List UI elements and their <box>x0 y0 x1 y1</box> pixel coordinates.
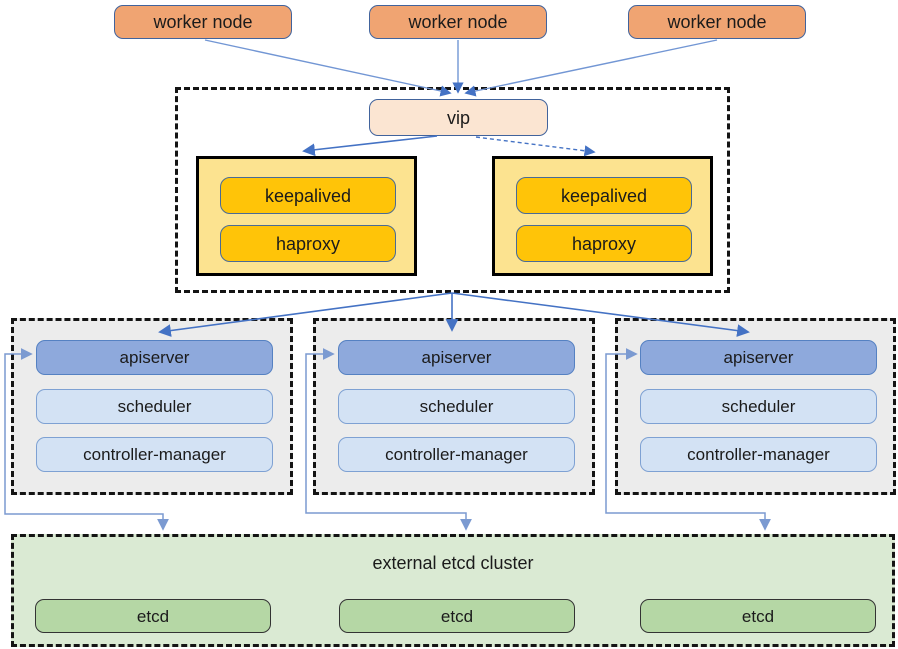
haproxy-box-2: haproxy <box>516 225 692 262</box>
apiserver-box-2: apiserver <box>338 340 575 375</box>
control-plane-container-1: apiserver scheduler controller-manager <box>11 318 293 495</box>
apiserver-label-1: apiserver <box>119 348 190 367</box>
etcd-label-3: etcd <box>741 606 775 626</box>
controller-manager-box-2: controller-manager <box>338 437 575 472</box>
haproxy-label-2: haproxy <box>571 233 637 254</box>
worker-node-label-1: worker node <box>153 12 253 32</box>
haproxy-box-1: haproxy <box>220 225 396 262</box>
haproxy-label-1: haproxy <box>275 233 341 254</box>
scheduler-label-3: scheduler <box>721 397 796 416</box>
edge-worker1-vip <box>204 39 452 97</box>
lb-group-2: keepalived haproxy <box>492 156 713 276</box>
controller-manager-label-1: controller-manager <box>83 445 226 464</box>
scheduler-label-1: scheduler <box>117 397 192 416</box>
scheduler-box-3: scheduler <box>640 389 877 424</box>
keepalived-label-2: keepalived <box>560 185 648 206</box>
control-plane-container-3: apiserver scheduler controller-manager <box>615 318 896 495</box>
worker-node-box-1: worker node <box>114 5 292 39</box>
controller-manager-box-1: controller-manager <box>36 437 273 472</box>
etcd-cluster-title: external etcd cluster <box>372 553 534 573</box>
etcd-box-1: etcd <box>35 599 271 633</box>
keepalived-label-1: keepalived <box>264 185 352 206</box>
etcd-cluster-container: external etcd cluster etcd etcd etcd <box>11 534 895 647</box>
lb-group-1: keepalived haproxy <box>196 156 417 276</box>
vip-label: vip <box>446 107 470 128</box>
vip-box: vip <box>369 99 548 136</box>
etcd-label-1: etcd <box>136 606 170 626</box>
scheduler-box-2: scheduler <box>338 389 575 424</box>
apiserver-box-3: apiserver <box>640 340 877 375</box>
controller-manager-label-2: controller-manager <box>385 445 528 464</box>
worker-node-label-2: worker node <box>408 12 508 32</box>
keepalived-box-1: keepalived <box>220 177 396 214</box>
controller-manager-label-3: controller-manager <box>687 445 830 464</box>
control-plane-container-2: apiserver scheduler controller-manager <box>313 318 595 495</box>
scheduler-label-2: scheduler <box>419 397 494 416</box>
worker-node-box-2: worker node <box>369 5 547 39</box>
edge-worker3-vip <box>464 39 718 97</box>
keepalived-box-2: keepalived <box>516 177 692 214</box>
scheduler-box-1: scheduler <box>36 389 273 424</box>
etcd-box-3: etcd <box>640 599 876 633</box>
apiserver-label-2: apiserver <box>421 348 492 367</box>
apiserver-label-3: apiserver <box>723 348 794 367</box>
worker-node-box-3: worker node <box>628 5 806 39</box>
apiserver-box-1: apiserver <box>36 340 273 375</box>
etcd-label-2: etcd <box>440 606 474 626</box>
controller-manager-box-3: controller-manager <box>640 437 877 472</box>
etcd-box-2: etcd <box>339 599 575 633</box>
worker-node-label-3: worker node <box>667 12 767 32</box>
